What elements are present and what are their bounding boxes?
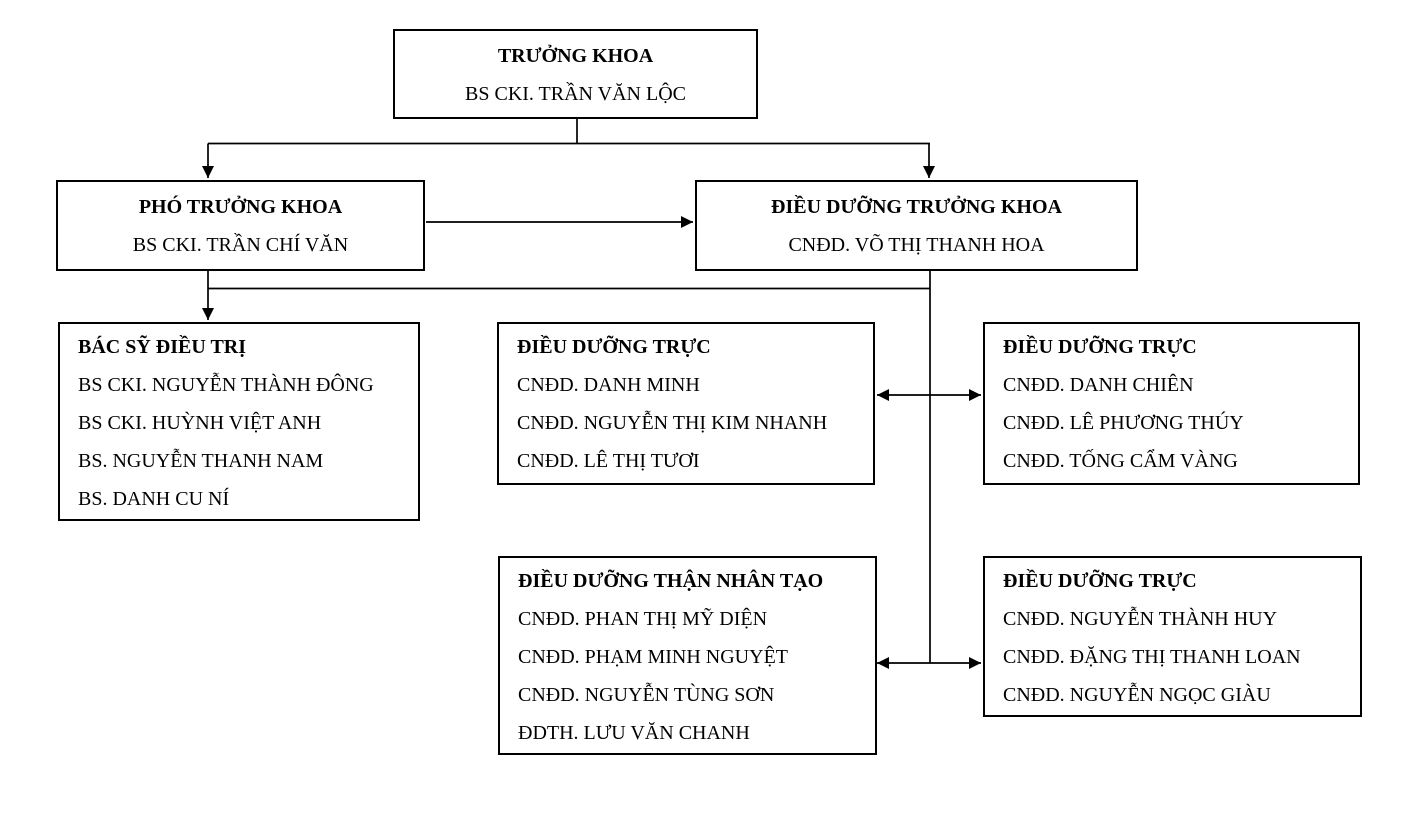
node-title: ĐIỀU DƯỠNG TRỰC xyxy=(517,336,711,358)
node-chief-nurse: ĐIỀU DƯỠNG TRƯỞNG KHOA CNĐD. VÕ THỊ THAN… xyxy=(695,180,1138,271)
node-deputy-head: PHÓ TRƯỞNG KHOA BS CKI. TRẦN CHÍ VĂN xyxy=(56,180,425,271)
member-name: CNĐD. LÊ THỊ TƯƠI xyxy=(517,450,700,472)
member-name: CNĐD. PHAN THỊ MỸ DIỆN xyxy=(518,608,768,630)
node-title: ĐIỀU DƯỠNG TRỰC xyxy=(1003,570,1197,592)
member-name: CNĐD. ĐẶNG THỊ THANH LOAN xyxy=(1003,646,1301,668)
member-name: CNĐD. NGUYỄN NGỌC GIÀU xyxy=(1003,684,1271,706)
node-head-of-department: TRƯỞNG KHOA BS CKI. TRẦN VĂN LỘC xyxy=(393,29,758,119)
member-name: CNĐD. TỐNG CẨM VÀNG xyxy=(1003,450,1238,472)
member-name: BS CKI. HUỲNH VIỆT ANH xyxy=(78,412,322,434)
member-name: CNĐD. LÊ PHƯƠNG THÚY xyxy=(1003,412,1244,434)
node-duty-nurses-1: ĐIỀU DƯỠNG TRỰC CNĐD. DANH MINH CNĐD. NG… xyxy=(497,322,875,485)
member-name: CNĐD. NGUYỄN THỊ KIM NHANH xyxy=(517,412,828,434)
node-dialysis-nurses: ĐIỀU DƯỠNG THẬN NHÂN TẠO CNĐD. PHAN THỊ … xyxy=(498,556,877,755)
node-title: PHÓ TRƯỞNG KHOA xyxy=(138,196,343,218)
member-name: CNĐD. DANH MINH xyxy=(517,374,700,396)
node-title: ĐIỀU DƯỠNG TRƯỞNG KHOA xyxy=(771,196,1062,218)
member-name: ĐDTH. LƯU VĂN CHANH xyxy=(518,722,750,744)
node-title: ĐIỀU DƯỠNG THẬN NHÂN TẠO xyxy=(518,570,824,592)
member-name: CNĐD. VÕ THỊ THANH HOA xyxy=(788,234,1045,256)
member-name: BS CKI. NGUYỄN THÀNH ĐÔNG xyxy=(78,374,374,396)
member-name: BS CKI. TRẦN VĂN LỘC xyxy=(465,83,686,105)
node-duty-nurses-2: ĐIỀU DƯỠNG TRỰC CNĐD. DANH CHIÊN CNĐD. L… xyxy=(983,322,1360,485)
member-name: CNĐD. NGUYỄN TÙNG SƠN xyxy=(518,684,775,706)
member-name: BS. DANH CU NÍ xyxy=(78,488,230,510)
node-title: BÁC SỸ ĐIỀU TRỊ xyxy=(78,336,247,358)
node-title: ĐIỀU DƯỠNG TRỰC xyxy=(1003,336,1197,358)
member-name: CNĐD. NGUYỄN THÀNH HUY xyxy=(1003,608,1278,630)
member-name: CNĐD. DANH CHIÊN xyxy=(1003,374,1194,396)
node-title: TRƯỞNG KHOA xyxy=(497,45,654,67)
node-duty-nurses-3: ĐIỀU DƯỠNG TRỰC CNĐD. NGUYỄN THÀNH HUY C… xyxy=(983,556,1362,717)
node-treating-doctors: BÁC SỸ ĐIỀU TRỊ BS CKI. NGUYỄN THÀNH ĐÔN… xyxy=(58,322,420,521)
member-name: BS. NGUYỄN THANH NAM xyxy=(78,450,324,472)
member-name: CNĐD. PHẠM MINH NGUYỆT xyxy=(518,646,788,668)
member-name: BS CKI. TRẦN CHÍ VĂN xyxy=(132,234,349,256)
